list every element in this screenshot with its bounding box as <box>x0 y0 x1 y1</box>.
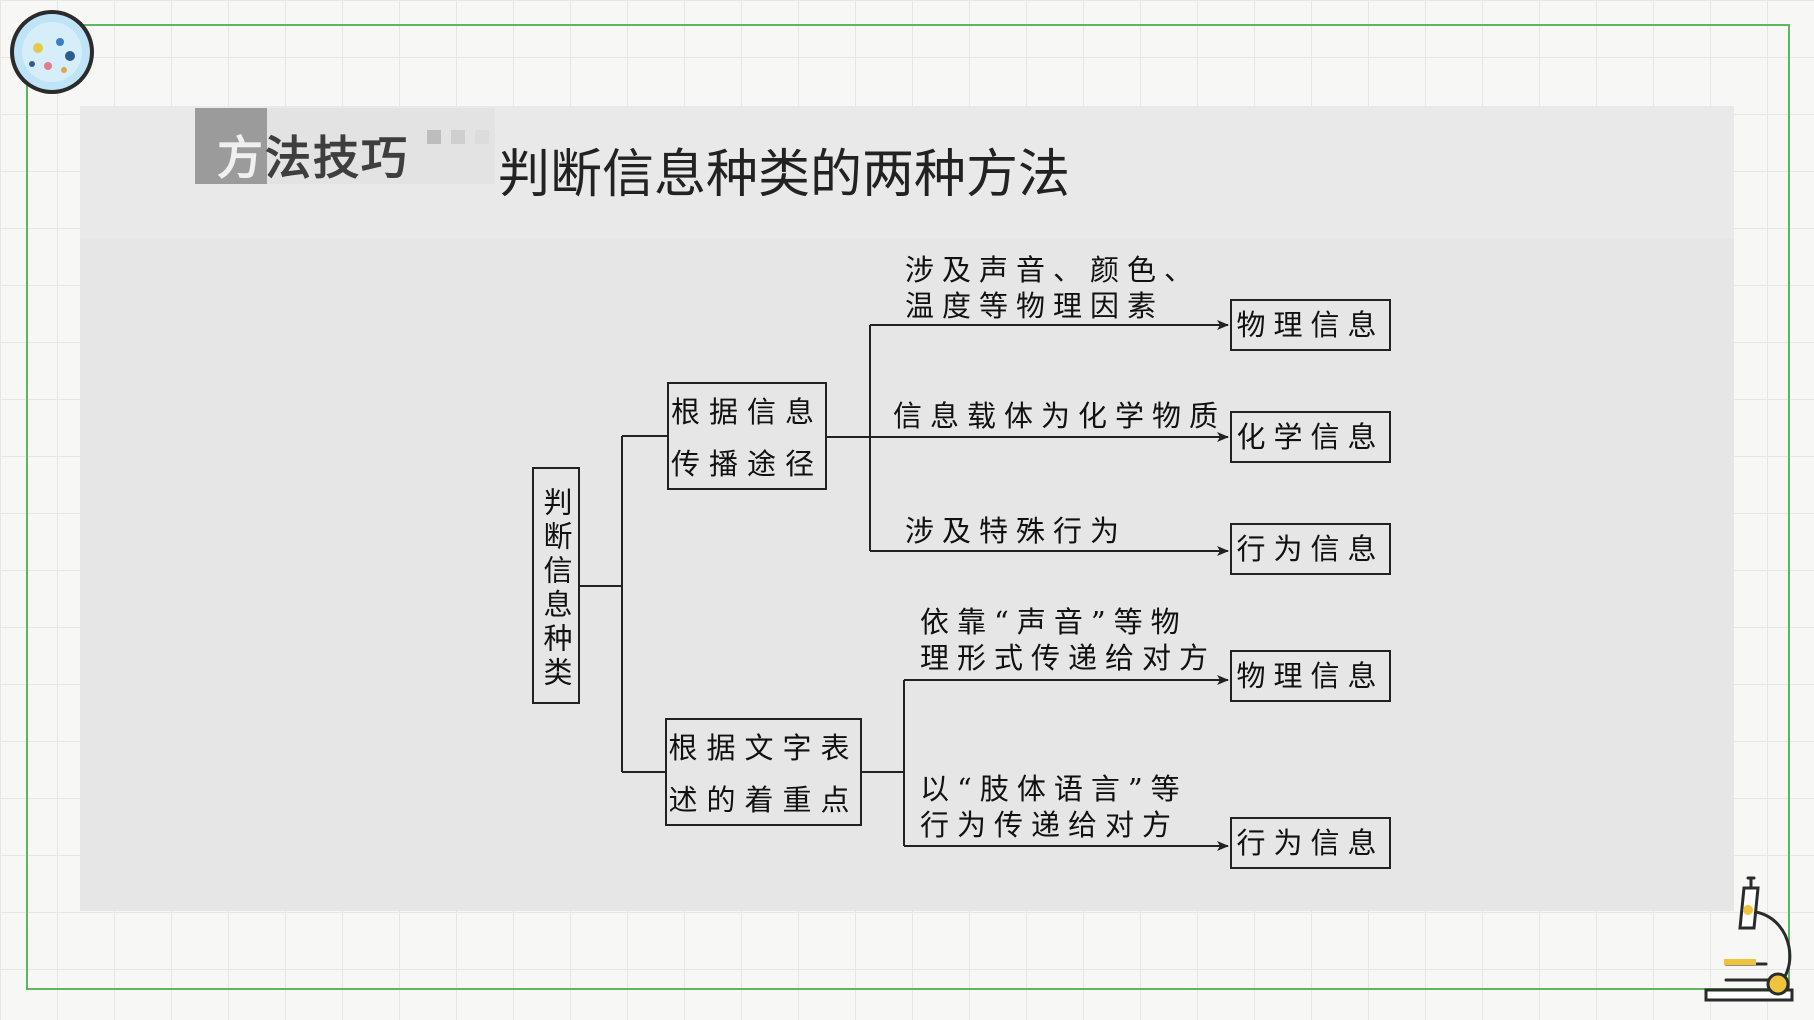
badge-square <box>475 130 489 144</box>
page-title: 判断信息种类的两种方法 <box>498 145 1071 205</box>
badge-square <box>451 130 465 144</box>
badge-square <box>427 130 441 144</box>
content-panel <box>80 106 1734 911</box>
branch-node-label: 根据文字表 <box>668 731 859 765</box>
leaf-node: 物理信息 <box>1230 299 1391 351</box>
logo-dots-icon <box>10 10 94 94</box>
slide-frame <box>26 24 1790 990</box>
branch-node-label: 传播途径 <box>670 447 823 481</box>
edge-label: 涉及声音、颜色、 温度等物理因素 <box>905 253 1202 323</box>
edge-label: 以“肢体语言”等 行为传递给对方 <box>920 772 1188 842</box>
branch-node-propagation: 根据信息 传播途径 <box>667 382 827 490</box>
leaf-node: 行为信息 <box>1230 523 1391 575</box>
leaf-node: 化学信息 <box>1230 411 1391 463</box>
branch-node-emphasis: 根据文字表 述的着重点 <box>665 718 862 826</box>
leaf-node: 物理信息 <box>1230 650 1391 702</box>
branch-node-label: 根据信息 <box>670 395 823 429</box>
edge-label: 依靠“声音”等物 理形式传递给对方 <box>920 605 1217 675</box>
edge-label: 涉及特殊行为 <box>905 514 1128 548</box>
branch-node-label: 述的着重点 <box>668 783 859 817</box>
root-node: 判断信息种类 <box>532 467 580 704</box>
badge-label: 方法技巧 <box>217 131 409 185</box>
edge-label: 信息载体为化学物质 <box>893 399 1227 433</box>
microscope-icon <box>1704 876 1794 1002</box>
method-badge: 方法技巧 <box>195 108 495 185</box>
leaf-node: 行为信息 <box>1230 817 1391 869</box>
